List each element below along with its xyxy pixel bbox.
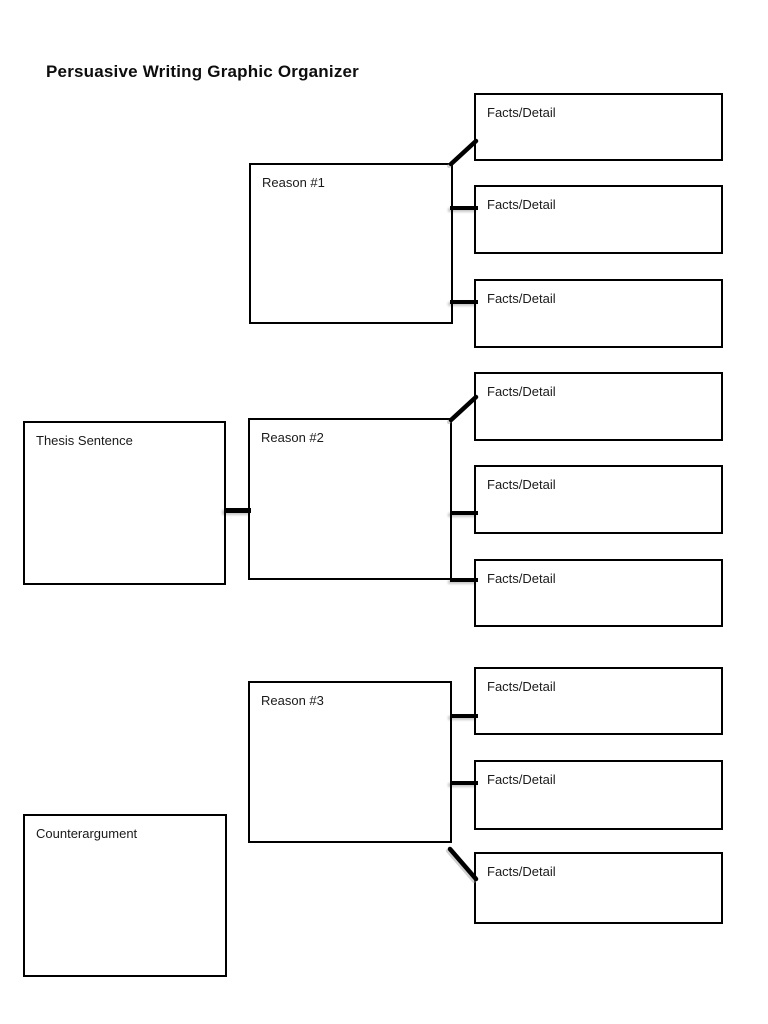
connector-reason1-fact2 (450, 206, 478, 210)
facts-detail-label: Facts/Detail (487, 772, 556, 787)
thesis-sentence-label: Thesis Sentence (36, 433, 133, 448)
facts-detail-box: Facts/Detail (474, 760, 723, 830)
facts-detail-box: Facts/Detail (474, 667, 723, 735)
facts-detail-box: Facts/Detail (474, 185, 723, 254)
facts-detail-label: Facts/Detail (487, 864, 556, 879)
facts-detail-box: Facts/Detail (474, 852, 723, 924)
reason3-label: Reason #3 (261, 693, 324, 708)
counterargument-label: Counterargument (36, 826, 138, 841)
reason2-box: Reason #2 (248, 418, 452, 580)
facts-detail-box: Facts/Detail (474, 372, 723, 441)
facts-detail-label: Facts/Detail (487, 571, 556, 586)
connector-reason3-fact8 (450, 781, 478, 785)
facts-detail-label: Facts/Detail (487, 105, 556, 120)
facts-detail-label: Facts/Detail (487, 384, 556, 399)
reason3-box: Reason #3 (248, 681, 452, 843)
connector-reason3-fact7 (450, 714, 478, 718)
reason1-label: Reason #1 (262, 175, 325, 190)
facts-detail-label: Facts/Detail (487, 679, 556, 694)
thesis-sentence-box: Thesis Sentence (23, 421, 226, 585)
reason2-label: Reason #2 (261, 430, 324, 445)
facts-detail-label: Facts/Detail (487, 477, 556, 492)
facts-detail-label: Facts/Detail (487, 197, 556, 212)
connector-thesis-reason2 (224, 508, 251, 513)
connector-reason1-fact1-diagonal (448, 138, 479, 167)
connector-reason2-fact4-diagonal (448, 394, 479, 423)
connector-reason2-fact4-shadow (447, 397, 476, 424)
connector-reason3-fact9-shadow (446, 849, 476, 883)
connector-reason2-fact6 (450, 578, 478, 582)
connector-reason2-fact5 (450, 511, 478, 515)
counterargument-box: Counterargument (23, 814, 227, 977)
facts-detail-box: Facts/Detail (474, 559, 723, 627)
facts-detail-box: Facts/Detail (474, 465, 723, 534)
reason1-box: Reason #1 (249, 163, 453, 324)
page-title: Persuasive Writing Graphic Organizer (46, 62, 359, 81)
facts-detail-label: Facts/Detail (487, 291, 556, 306)
facts-detail-box: Facts/Detail (474, 279, 723, 348)
facts-detail-box: Facts/Detail (474, 93, 723, 161)
connector-reason3-fact9-diagonal (447, 846, 479, 882)
connector-reason1-fact3 (450, 300, 478, 304)
